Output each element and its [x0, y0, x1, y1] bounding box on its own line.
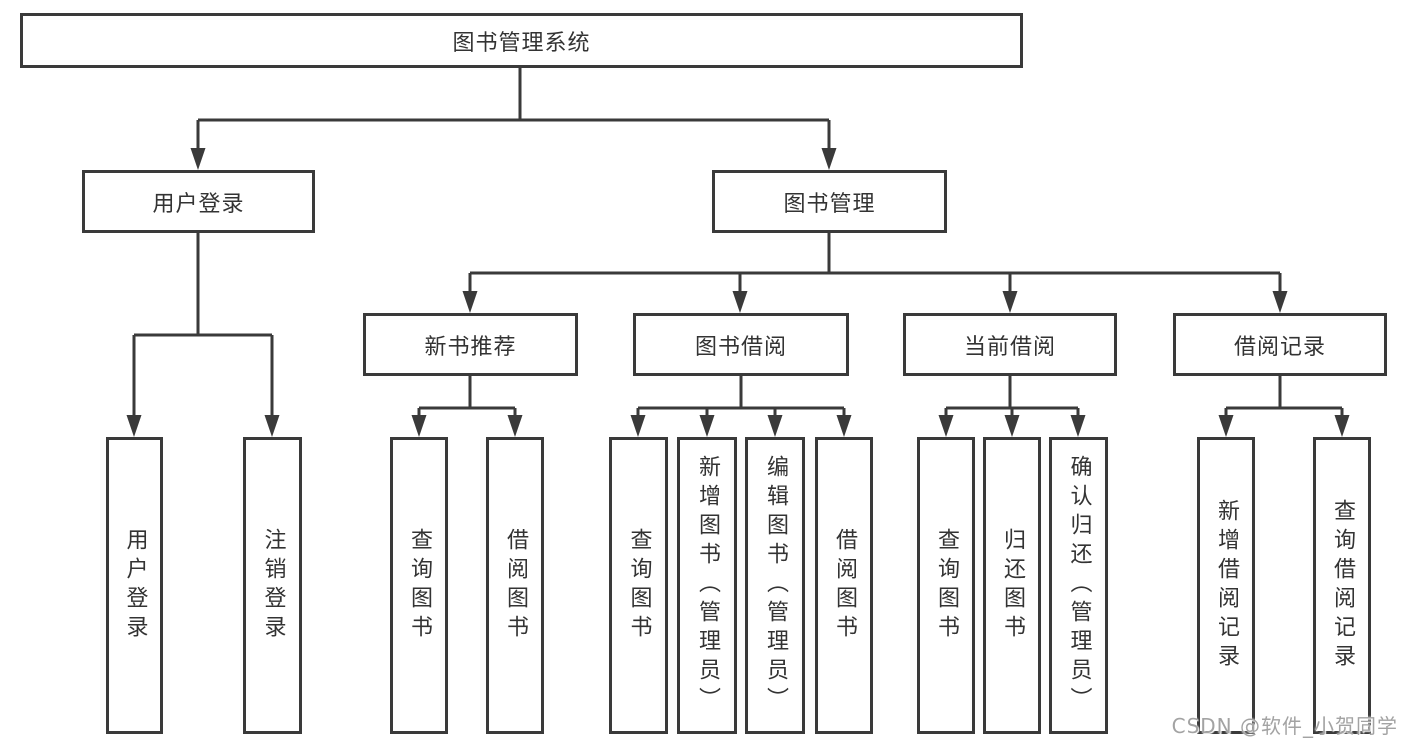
node-br-add-record-label: 新增借阅记录 — [1214, 498, 1239, 673]
node-bb-add-books-label: 新增图书（管理员） — [695, 455, 720, 716]
node-bb-borrow-books-label: 借阅图书 — [832, 527, 857, 644]
node-user-login: 用户登录 — [82, 170, 315, 233]
node-new-book-recommend-label: 新书推荐 — [424, 334, 517, 360]
watermark: CSDN @软件_小贺同学 — [1171, 714, 1398, 738]
node-borrowing-records-label: 借阅记录 — [1233, 334, 1326, 360]
node-bb-edit-books-label: 编辑图书（管理员） — [763, 455, 788, 716]
node-book-management-label: 图书管理 — [783, 191, 876, 217]
node-root: 图书管理系统 — [20, 13, 1023, 68]
node-bb-add-books: 新增图书（管理员） — [677, 437, 737, 734]
node-login: 用户登录 — [106, 437, 163, 734]
node-login-label: 用户登录 — [122, 527, 148, 644]
node-bb-query-books-label: 查询图书 — [626, 527, 652, 644]
node-br-add-record: 新增借阅记录 — [1197, 437, 1255, 734]
node-user-login-label: 用户登录 — [152, 191, 245, 217]
node-nbr-borrow-books: 借阅图书 — [486, 437, 544, 734]
node-bb-borrow-books: 借阅图书 — [815, 437, 873, 734]
node-cb-confirm-return: 确认归还（管理员） — [1049, 437, 1108, 734]
node-logout-label: 注销登录 — [260, 527, 286, 644]
node-br-query-record-label: 查询借阅记录 — [1330, 498, 1355, 673]
node-new-book-recommend: 新书推荐 — [363, 313, 578, 376]
node-cb-confirm-return-label: 确认归还（管理员） — [1066, 455, 1092, 716]
node-br-query-record: 查询借阅记录 — [1313, 437, 1371, 734]
node-current-borrowing: 当前借阅 — [903, 313, 1117, 376]
node-nbr-query-books-label: 查询图书 — [407, 527, 432, 644]
node-bb-edit-books: 编辑图书（管理员） — [745, 437, 805, 734]
node-borrowing-records: 借阅记录 — [1173, 313, 1387, 376]
node-logout: 注销登录 — [243, 437, 302, 734]
node-cb-query-books-label: 查询图书 — [934, 527, 959, 644]
node-cb-return-books-label: 归还图书 — [1000, 527, 1025, 644]
node-nbr-query-books: 查询图书 — [390, 437, 448, 734]
node-current-borrowing-label: 当前借阅 — [963, 334, 1056, 360]
node-bb-query-books: 查询图书 — [609, 437, 668, 734]
node-root-label: 图书管理系统 — [452, 30, 591, 56]
node-book-borrowing-label: 图书借阅 — [694, 334, 787, 360]
node-book-management: 图书管理 — [712, 170, 947, 233]
node-cb-query-books: 查询图书 — [917, 437, 975, 734]
node-cb-return-books: 归还图书 — [983, 437, 1041, 734]
node-nbr-borrow-books-label: 借阅图书 — [503, 527, 528, 644]
node-book-borrowing: 图书借阅 — [633, 313, 849, 376]
